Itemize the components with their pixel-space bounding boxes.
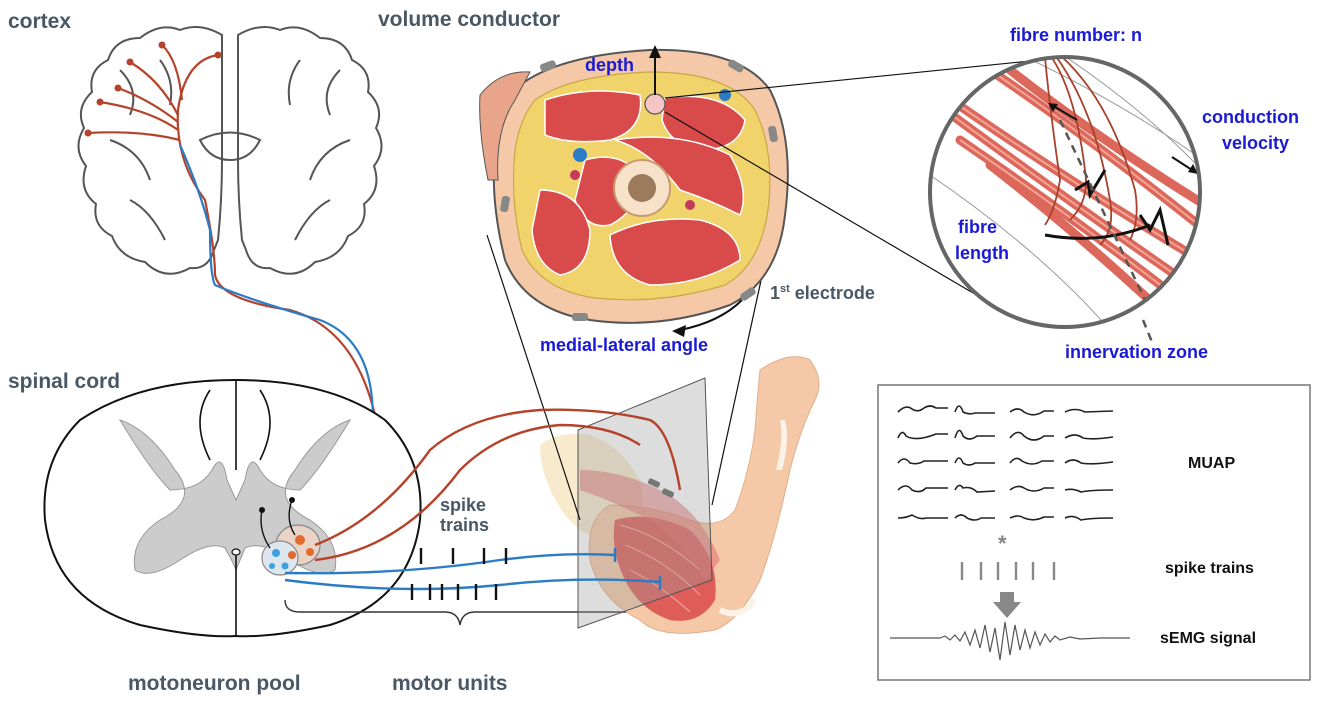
label-spinal-cord: spinal cord (8, 370, 121, 393)
label-fibre-number: fibre number: n (1010, 25, 1143, 45)
lens-connectors (664, 59, 1041, 301)
label-volume-conductor: volume conductor (378, 8, 561, 31)
label-first-electrode: 1st electrode (770, 283, 875, 303)
label-fibre: fibre (958, 217, 998, 237)
electrodes-on-arm (647, 478, 675, 498)
label-semg-signal: sEMG signal (1160, 630, 1257, 647)
label-depth: depth (585, 55, 634, 75)
electrode-plane (577, 377, 713, 629)
label-innervation-zone: innervation zone (1065, 342, 1209, 362)
label-length: length (955, 243, 1009, 263)
spinal-cord-cross-section (43, 378, 422, 638)
cortical-neurons (84, 41, 222, 137)
muscle-fibre-magnifier (928, 55, 1202, 343)
brain-outline (77, 25, 383, 275)
label-motoneuron-pool: motoneuron pool (128, 672, 301, 695)
motor-nerves (284, 408, 682, 591)
down-arrow-icon (993, 592, 1021, 618)
cortical-tract-red (87, 44, 380, 431)
semg-waveform (890, 621, 1130, 661)
muap-panel (877, 384, 1311, 681)
limb-cross-section (479, 45, 789, 324)
label-velocity: velocity (1222, 133, 1290, 153)
label-convolution: * (998, 531, 1007, 556)
medial-lateral-arrow (679, 299, 743, 331)
label-medial-lateral-angle: medial-lateral angle (540, 335, 709, 355)
spike-trains-right (960, 562, 1056, 580)
label-muap: MUAP (1188, 455, 1236, 472)
label-conduction: conduction (1202, 107, 1299, 127)
label-cortex: cortex (8, 10, 72, 33)
spike-trains-left (410, 548, 508, 600)
muap-waveforms (897, 405, 1114, 521)
label-spike-trains-right: spike trains (1165, 560, 1254, 577)
arm-muscle (540, 356, 820, 634)
label-motor-units: motor units (392, 672, 508, 695)
label-spike-trains-left-2: trains (440, 515, 490, 535)
label-spike-trains-left-1: spike (440, 495, 487, 515)
